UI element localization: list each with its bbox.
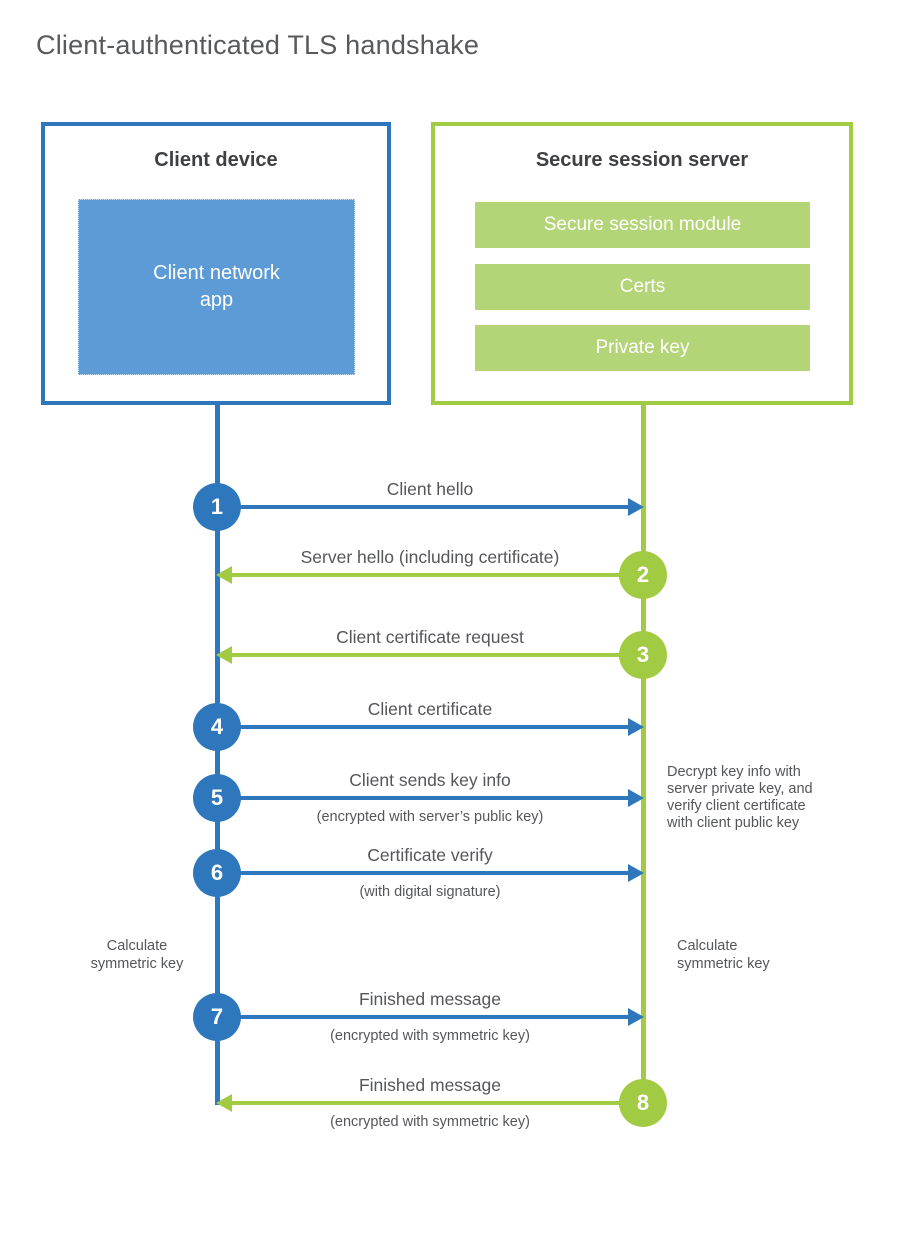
step-4-label: Client certificate: [367, 699, 493, 719]
step-7-label: Finished message: [358, 989, 502, 1009]
step-4-circle: 4: [193, 703, 241, 751]
client-network-app-box: Client network app: [78, 199, 355, 375]
step-5-circle: 5: [193, 774, 241, 822]
step-2-circle: 2: [619, 551, 667, 599]
step-5-label: Client sends key info: [349, 770, 511, 790]
step-5-arrow: [217, 789, 644, 807]
step-3-circle: 3: [619, 631, 667, 679]
secure-session-server-heading: Secure session server: [535, 149, 749, 171]
step-1-label: Client hello: [386, 479, 474, 499]
step-6-sublabel: (with digital signature): [359, 884, 501, 900]
step-1-arrow: [217, 498, 644, 516]
step-3-label: Client certificate request: [336, 627, 524, 647]
client-lifeline: [215, 405, 220, 1105]
step-6-circle: 6: [193, 849, 241, 897]
client-device-heading: Client device: [154, 149, 278, 171]
step-2-label: Server hello (including certificate): [300, 547, 560, 567]
step-5-sublabel: (encrypted with server’s public key): [316, 809, 544, 825]
server-lifeline: [641, 405, 646, 1103]
step-3-arrow: [216, 646, 643, 664]
client-network-app-label: Client network app: [153, 262, 280, 311]
step-6-arrow: [217, 864, 644, 882]
step-8-circle: 8: [619, 1079, 667, 1127]
step-1-circle: 1: [193, 483, 241, 531]
step-7-circle: 7: [193, 993, 241, 1041]
step-8-sublabel: (encrypted with symmetric key): [330, 1114, 530, 1130]
step-6-label: Certificate verify: [367, 845, 493, 865]
step-7-sublabel: (encrypted with symmetric key): [330, 1028, 530, 1044]
step-8-label: Finished message: [358, 1075, 502, 1095]
server-module-private-key: Private key: [475, 325, 810, 371]
server-module-certs: Certs: [475, 264, 810, 310]
step-2-arrow: [216, 566, 643, 584]
calculate-symmetric-key-server-note: Calculate symmetric key: [677, 938, 770, 972]
step-7-arrow: [217, 1008, 644, 1026]
step-4-arrow: [217, 718, 644, 736]
server-module-secure-session: Secure session module: [475, 202, 810, 248]
step-8-arrow: [216, 1094, 643, 1112]
decrypt-key-info-note: Decrypt key info with server private key…: [667, 764, 813, 831]
calculate-symmetric-key-client-note: Calculate symmetric key: [90, 938, 184, 972]
page-title: Client-authenticated TLS handshake: [36, 30, 480, 60]
